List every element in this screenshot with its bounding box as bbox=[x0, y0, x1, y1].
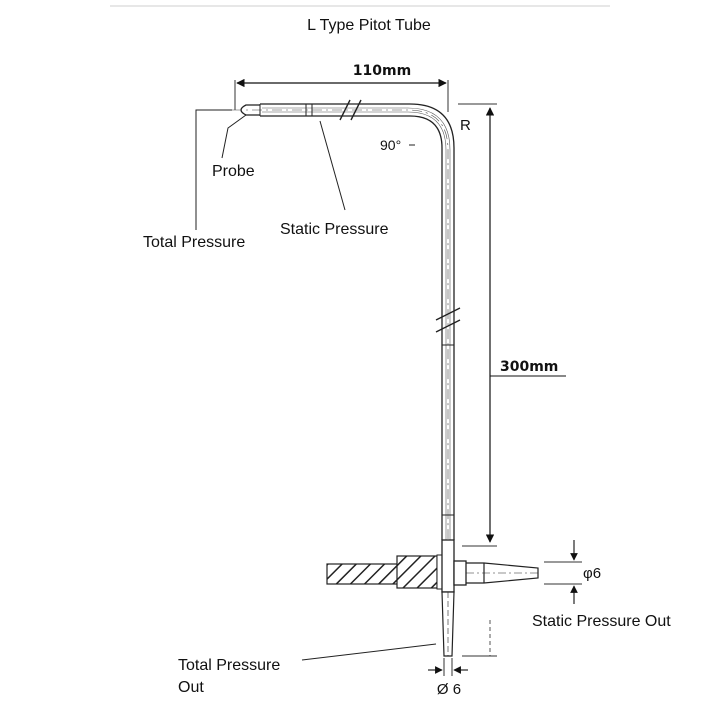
static-pressure-label: Static Pressure bbox=[280, 221, 389, 238]
total-pressure-out-label-line2: Out bbox=[178, 679, 204, 696]
bend-angle-label: 90° bbox=[380, 137, 401, 153]
horizontal-length-label: 110mm bbox=[353, 63, 411, 79]
horizontal-dimension: 110mm bbox=[234, 63, 449, 112]
diagram-title: L Type Pitot Tube bbox=[307, 17, 431, 34]
static-pressure-nozzle bbox=[466, 562, 540, 584]
total-pressure-out-label-line1: Total Pressure bbox=[178, 657, 280, 674]
tip-diameter-dimension: Ø 6 bbox=[428, 658, 468, 698]
total-pressure-nozzle bbox=[441, 591, 455, 657]
pitot-tube-body bbox=[232, 99, 461, 655]
outlet-diameter-dimension: φ6 bbox=[544, 540, 601, 604]
vertical-length-label: 300mm bbox=[500, 359, 558, 375]
outlet-diameter-label: φ6 bbox=[583, 565, 601, 582]
bend-radius-label: R bbox=[460, 117, 471, 134]
vertical-dimension: 300mm bbox=[458, 103, 566, 657]
manifold-cross bbox=[441, 539, 467, 593]
leader-lines bbox=[195, 109, 437, 661]
probe-label: Probe bbox=[212, 163, 255, 180]
tip-diameter-label: Ø 6 bbox=[437, 681, 461, 698]
threaded-handle bbox=[326, 554, 446, 590]
total-pressure-label: Total Pressure bbox=[143, 234, 245, 251]
static-pressure-out-label: Static Pressure Out bbox=[532, 613, 671, 630]
